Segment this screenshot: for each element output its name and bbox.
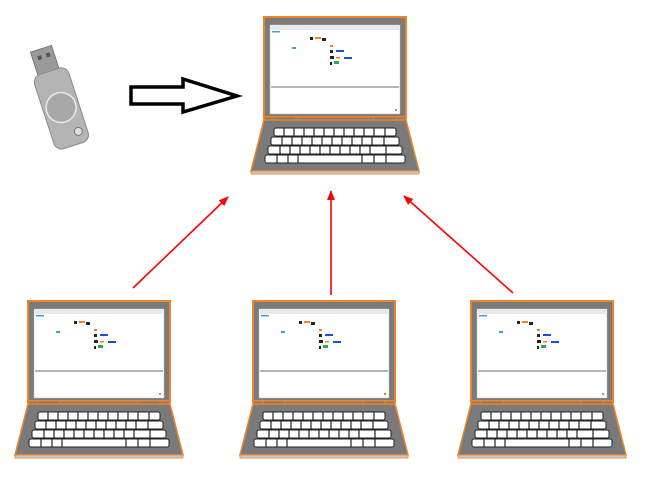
- client-laptop-left: [14, 299, 184, 460]
- outline-arrow-usb-to-server: [129, 76, 243, 115]
- server-laptop: [250, 16, 420, 175]
- client-laptop-right: [457, 299, 627, 460]
- red-arrow-right-to-server: [403, 195, 514, 294]
- red-arrow-left-to-server: [132, 196, 229, 289]
- client-laptop-middle: [239, 299, 409, 460]
- usb-drive-icon: [29, 44, 89, 150]
